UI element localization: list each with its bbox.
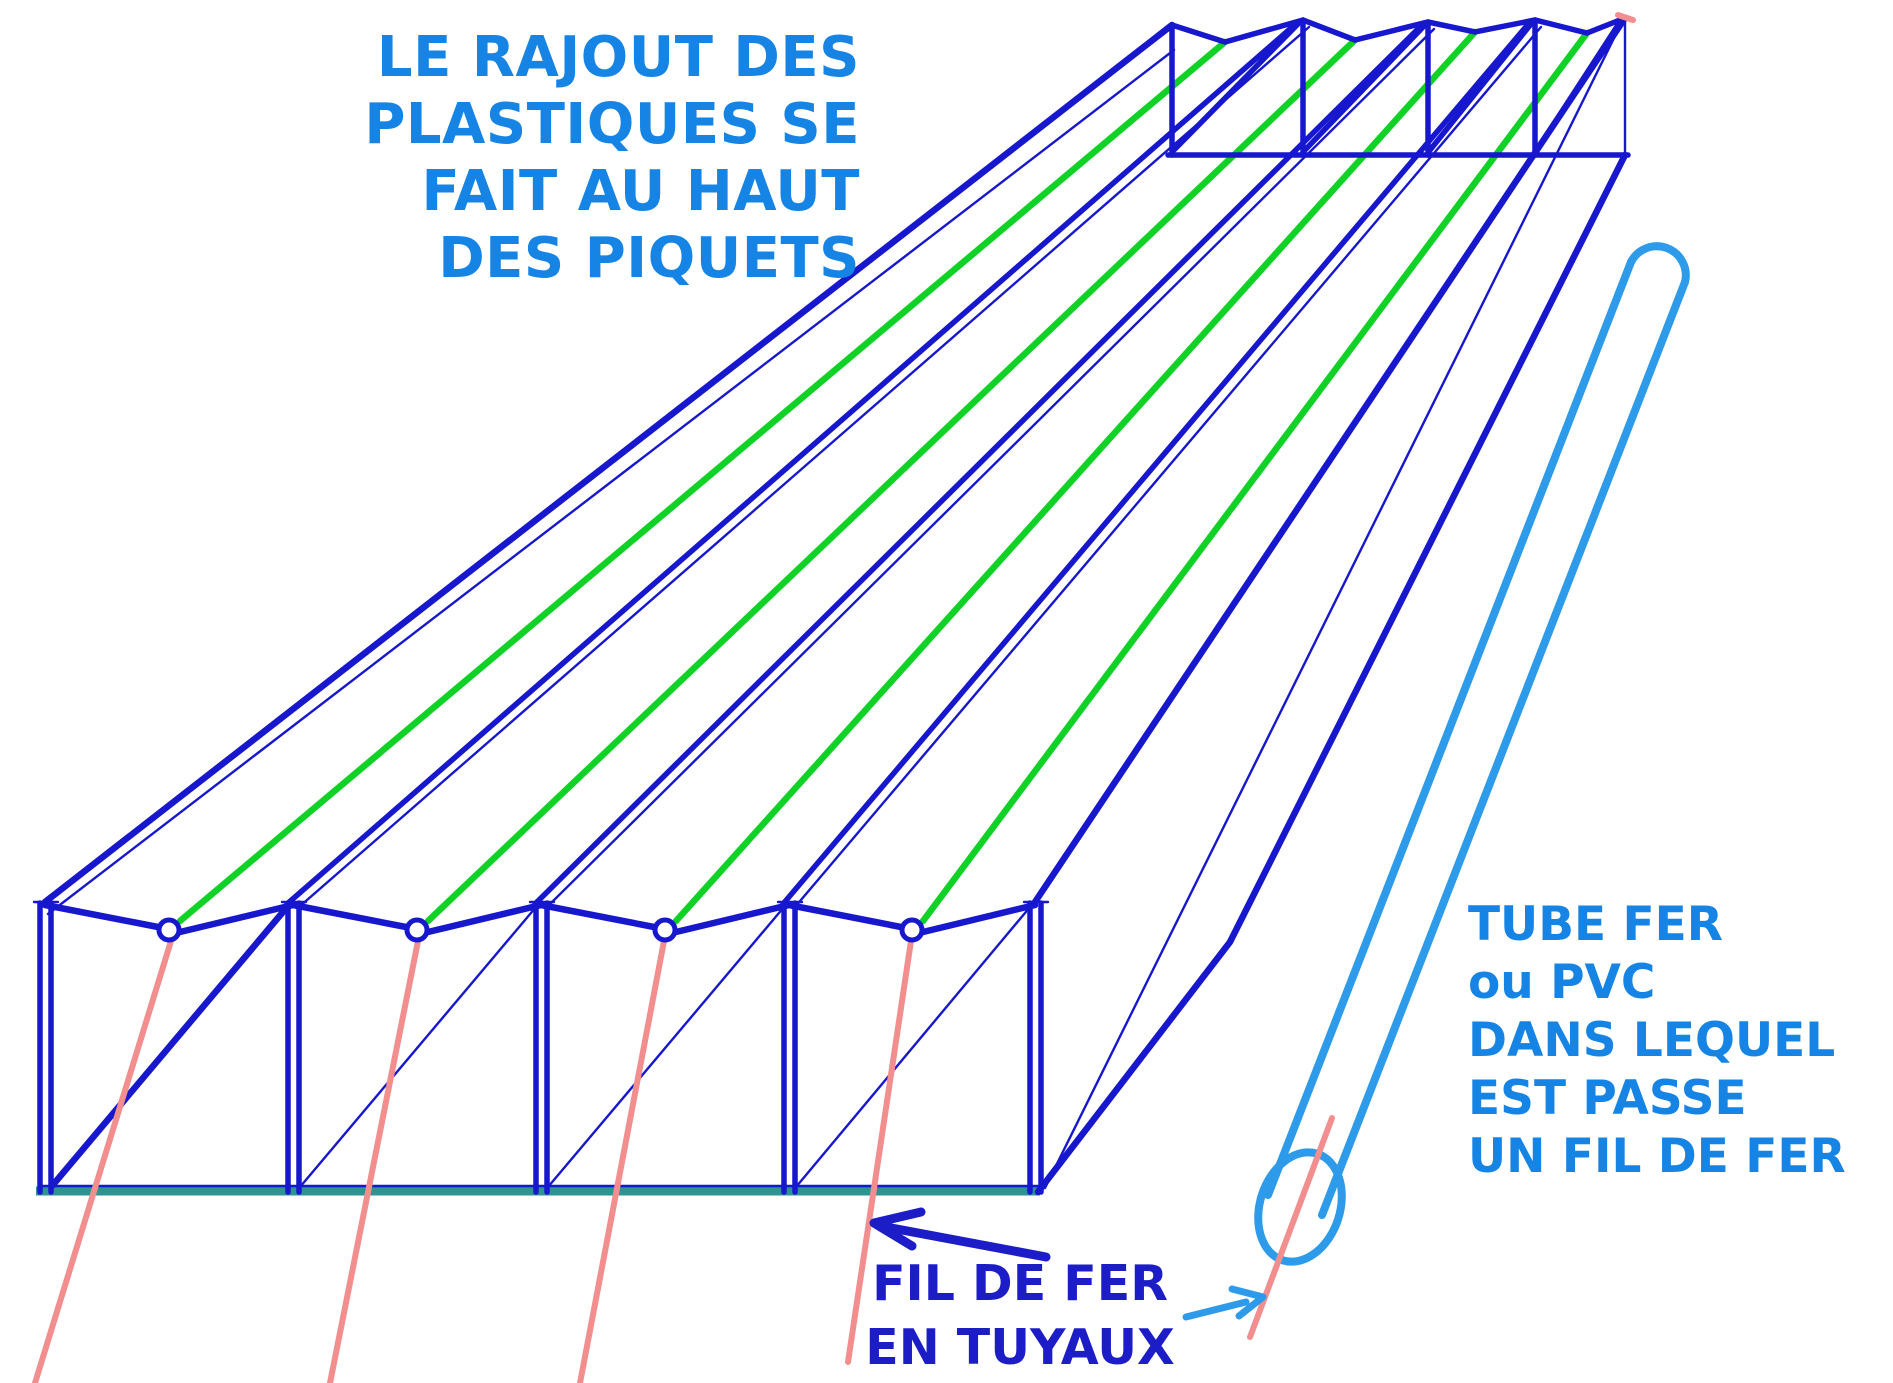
ridge-lines	[41, 14, 1629, 916]
caption-plastiques: LE RAJOUT DES PLASTIQUES SE FAIT AU HAUT…	[364, 24, 860, 292]
caption-plastiques-line: PLASTIQUES SE	[364, 92, 860, 157]
caption-fil-line: EN TUYAUX	[865, 1319, 1175, 1376]
hanging-wires	[32, 938, 914, 1383]
caption-tube: TUBE FER ou PVC DANS LEQUEL EST PASSE UN…	[1468, 896, 1846, 1186]
caption-tube-line: ou PVC	[1468, 955, 1656, 1010]
back-face	[1165, 12, 1636, 158]
caption-fil-line: FIL DE FER	[872, 1255, 1168, 1312]
right-side-face	[1034, 28, 1629, 1196]
caption-plastiques-line: FAIT AU HAUT	[421, 159, 860, 224]
caption-plastiques-line: DES PIQUETS	[438, 226, 860, 291]
caption-plastiques-line: LE RAJOUT DES	[376, 25, 860, 90]
front-stakes	[32, 900, 1050, 1195]
arrow-to-base	[869, 1207, 1051, 1262]
caption-tube-line: UN FIL DE FER	[1468, 1129, 1846, 1184]
wire-loops	[156, 917, 925, 943]
arrow-to-tube-wire	[1182, 1285, 1267, 1321]
front-top-zigzag	[41, 901, 1039, 936]
caption-fil-de-fer: FIL DE FER EN TUYAUX	[865, 1252, 1175, 1380]
caption-tube-line: EST PASSE	[1468, 1071, 1747, 1126]
caption-tube-line: DANS LEQUEL	[1468, 1013, 1836, 1068]
front-bay-diagonals	[48, 902, 1032, 1190]
caption-tube-line: TUBE FER	[1468, 897, 1723, 952]
plastic-valley-lines	[176, 28, 1591, 925]
